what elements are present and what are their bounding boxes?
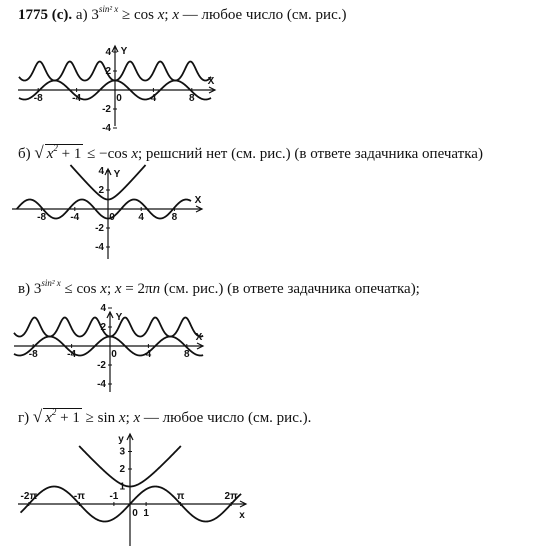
x-tick-label: -4 (72, 93, 81, 104)
x-tick-label: 4 (146, 349, 152, 360)
y-tick-label: 2 (105, 66, 111, 77)
part-a-relation: ≥ cos (122, 7, 154, 23)
part-c-eq: = 2π (125, 281, 153, 297)
part-c-answer: (см. рис.) (в ответе задачника опечатка)… (163, 281, 420, 297)
x-axis-arrow (195, 205, 204, 213)
part-b-var: x (131, 146, 138, 162)
part-a-exponent: sin² x (98, 4, 119, 14)
graph-c: X Y -8 -4 0 4 8 4 2 -2 -4 (13, 303, 205, 392)
problem-number: 1775 (с). (18, 7, 73, 23)
x-axis-label: x (239, 510, 245, 521)
y-tick-label: 4 (100, 303, 106, 314)
problem-b-line: б) √x2 + 1 ≤ −cos x; решсний нет (см. ри… (18, 143, 483, 164)
x-tick-label: -π (74, 491, 85, 502)
x-tick-label: 1 (143, 508, 149, 519)
x-tick-label: -4 (70, 212, 79, 223)
graph-a: X Y -8 -4 0 4 8 4 2 -2 -4 (18, 44, 217, 134)
x-tick-label: 0 (111, 349, 117, 360)
part-a-var2: x (172, 7, 180, 23)
y-tick-label: 3 (119, 447, 125, 458)
part-d-radicand: x2 + 1 (43, 407, 82, 426)
y-axis-label: Y (121, 46, 128, 57)
x-tick-label: 4 (151, 93, 157, 104)
x-tick-label: 8 (189, 93, 195, 104)
part-d-relation: ≥ sin (85, 410, 116, 426)
x-tick-label: 8 (184, 349, 190, 360)
part-a-label: а) (75, 7, 88, 23)
x-axis-arrow (208, 86, 217, 94)
part-a-var: x (157, 7, 165, 23)
y-axis-arrow (126, 432, 134, 441)
x-axis-arrow (239, 500, 248, 508)
x-axis-label: X (196, 332, 203, 343)
curve-1 (18, 79, 212, 101)
part-c-label: в) (18, 281, 31, 297)
part-c-var: x (100, 281, 107, 297)
part-c-eq-var: x (114, 281, 122, 297)
y-axis-arrow (111, 44, 119, 53)
curve-0 (69, 164, 147, 201)
part-c-eq-n: n (152, 281, 161, 297)
x-axis-label: X (208, 76, 215, 87)
problem-d-line: г) √x2 + 1 ≥ sin x; x — любое число (см.… (18, 407, 312, 428)
x-tick-label: -8 (34, 93, 43, 104)
part-b-radicand: x2 + 1 (44, 143, 84, 162)
part-a-base: 3 (91, 7, 99, 23)
x-axis-arrow (196, 342, 205, 350)
part-c-relation: ≤ cos (64, 281, 97, 297)
curve-1 (19, 485, 242, 523)
y-axis-label: y (118, 434, 124, 445)
y-tick-label: 2 (100, 322, 106, 333)
y-tick-label: -2 (95, 223, 104, 234)
y-tick-label: 1 (119, 482, 125, 493)
problem-a-line: 1775 (с). а) 3sin² x ≥ cos x; x — любое … (18, 4, 347, 25)
y-tick-label: -4 (102, 123, 111, 134)
x-tick-label: 4 (138, 212, 144, 223)
part-d-var2: x (133, 410, 141, 426)
x-tick-label: -8 (37, 212, 46, 223)
y-tick-label: -4 (97, 379, 106, 390)
y-tick-label: 2 (119, 464, 125, 475)
x-tick-label: -1 (109, 491, 118, 502)
part-b-relation: ≤ −cos (87, 146, 128, 162)
x-tick-label: 2π (225, 491, 239, 502)
part-d-label: г) (18, 410, 30, 426)
y-tick-label: 2 (98, 185, 104, 196)
part-c-base: 3 (33, 281, 42, 297)
curve-1 (16, 198, 192, 220)
x-tick-label: -2π (21, 491, 38, 502)
curve-1 (13, 335, 204, 357)
part-d-var: x (118, 410, 126, 426)
curve-0 (78, 445, 182, 488)
part-d-answer: — любое число (см. рис.). (143, 410, 312, 426)
part-a-sep: ; (164, 7, 169, 23)
x-tick-label: 8 (172, 212, 178, 223)
part-c-exponent: sin² x (41, 278, 61, 288)
x-tick-label: -4 (67, 349, 76, 360)
x-axis-label: X (195, 195, 202, 206)
part-d-sep: ; (125, 410, 130, 426)
part-a-answer: — любое число (см. рис.) (182, 7, 347, 23)
radical-sign: √ (34, 143, 44, 162)
y-tick-label: -2 (102, 104, 111, 115)
y-axis-label: Y (116, 312, 123, 323)
y-tick-label: -4 (95, 242, 104, 253)
y-tick-label: -2 (97, 360, 106, 371)
y-axis-arrow (106, 310, 114, 319)
part-b-label: б) (18, 146, 31, 162)
radical-sign: √ (32, 407, 43, 426)
x-tick-label: π (177, 491, 185, 502)
y-axis-arrow (104, 167, 112, 176)
x-tick-label: -8 (29, 349, 38, 360)
x-tick-label: 0 (116, 93, 122, 104)
problem-c-line: в) 3sin² x ≤ cos x; x = 2πn (см. рис.) (… (18, 278, 420, 297)
part-b-answer: ; решсний нет (см. рис.) (в ответе задач… (137, 146, 483, 162)
x-tick-label: 0 (132, 508, 138, 519)
y-tick-label: 4 (105, 47, 111, 58)
y-tick-label: 4 (98, 166, 104, 177)
y-axis-label: Y (114, 169, 121, 180)
